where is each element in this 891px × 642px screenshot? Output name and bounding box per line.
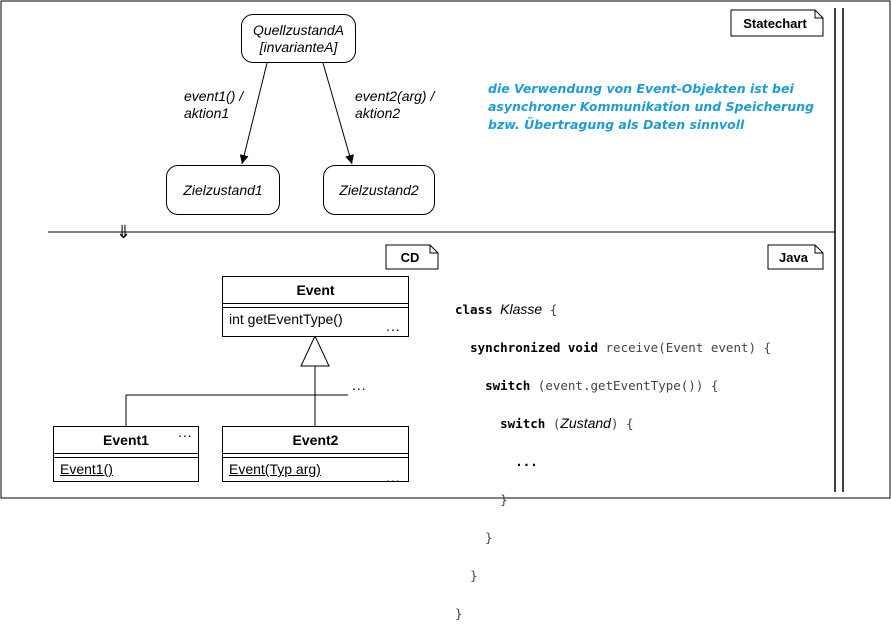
diagram-lines	[0, 0, 891, 499]
event-more-dots: ...	[386, 318, 401, 334]
transition-2-action: aktion2	[355, 105, 401, 121]
code-text: ) {	[610, 416, 634, 431]
code-line-1: class Klasse {	[455, 300, 771, 319]
code-line-4: switch (Zustand) {	[455, 414, 771, 433]
class-event1: Event1 Event1()	[53, 426, 199, 482]
statechart-tag-shape	[730, 9, 824, 37]
transition-1-action: aktion1	[184, 105, 230, 121]
class-event-name: Event	[223, 277, 408, 304]
frame-border	[0, 0, 891, 499]
class-event2-attributes	[223, 454, 408, 458]
transition-label-1: event1() / aktion1	[184, 88, 243, 122]
note-line-2: asynchroner Kommunikation und Speicherun…	[488, 99, 814, 114]
note-line-1: die Verwendung von Event-Objekten ist be…	[488, 81, 794, 96]
code-line-8: }	[455, 566, 771, 585]
source-state-name: QuellzustandA	[252, 21, 345, 38]
class-event2: Event2 Event(Typ arg)	[222, 426, 409, 482]
class-event2-constructor: Event(Typ arg)	[229, 461, 321, 477]
source-state-invariant: [invarianteA]	[259, 38, 338, 55]
transition-arrow-2	[322, 62, 354, 165]
transition-arrow-1	[239, 62, 268, 165]
java-tag-shape	[767, 244, 824, 270]
code-text: {	[542, 302, 558, 317]
code-keyword: switch	[485, 378, 531, 393]
code-text: receive(Event event) {	[598, 340, 772, 355]
transition-1-trigger: event1() /	[184, 88, 244, 104]
code-brace: }	[455, 606, 463, 621]
class-event1-name: Event1	[54, 427, 198, 454]
java-tag: Java	[779, 249, 808, 265]
code-brace: }	[470, 568, 478, 583]
statechart-tag: Statechart	[743, 15, 807, 31]
event1-more-dots: ...	[178, 424, 193, 440]
code-line-7: }	[455, 528, 771, 547]
transition-2-trigger: event2(arg) /	[355, 88, 435, 104]
generalization-triangle	[300, 334, 330, 367]
code-line-9: }	[455, 604, 771, 623]
code-text: (event.getEventType()) {	[530, 378, 719, 393]
event2-more-dots: ...	[386, 469, 401, 485]
target-state-1: Zielzustand1	[166, 165, 280, 215]
java-code: class Klasse { synchronized void receive…	[455, 281, 771, 642]
cd-tag-shape	[385, 244, 439, 270]
class-event-method: int getEventType()	[229, 311, 343, 327]
implies-down-arrow: ⇓	[116, 222, 132, 242]
cd-tag: CD	[400, 249, 420, 265]
code-keyword: switch	[500, 416, 546, 431]
class-event-attributes	[223, 304, 408, 308]
code-line-3: switch (event.getEventType()) {	[455, 376, 771, 395]
code-class-name: Klasse	[500, 301, 543, 317]
class-event2-name: Event2	[223, 427, 408, 454]
code-keyword: class	[455, 302, 493, 317]
code-text: (	[545, 416, 561, 431]
class-event1-constructor: Event1()	[60, 461, 113, 477]
class-event1-attributes	[54, 454, 198, 458]
class-event: Event int getEventType()	[222, 276, 409, 337]
code-line-2: synchronized void receive(Event event) {	[455, 338, 771, 357]
note-line-3: bzw. Übertragung als Daten sinnvoll	[488, 117, 745, 132]
code-keyword: synchronized void	[470, 340, 598, 355]
code-line-5: ...	[455, 452, 771, 471]
code-variable: Zustand	[560, 415, 611, 431]
target-state-2: Zielzustand2	[323, 165, 435, 215]
more-subclasses-dots: ...	[352, 377, 367, 393]
transition-label-2: event2(arg) / aktion2	[355, 88, 434, 122]
source-state: QuellzustandA [invarianteA]	[241, 14, 356, 63]
annotation-note: die Verwendung von Event-Objekten ist be…	[488, 80, 814, 134]
code-ellipsis: ...	[515, 454, 538, 469]
code-brace: }	[485, 530, 493, 545]
